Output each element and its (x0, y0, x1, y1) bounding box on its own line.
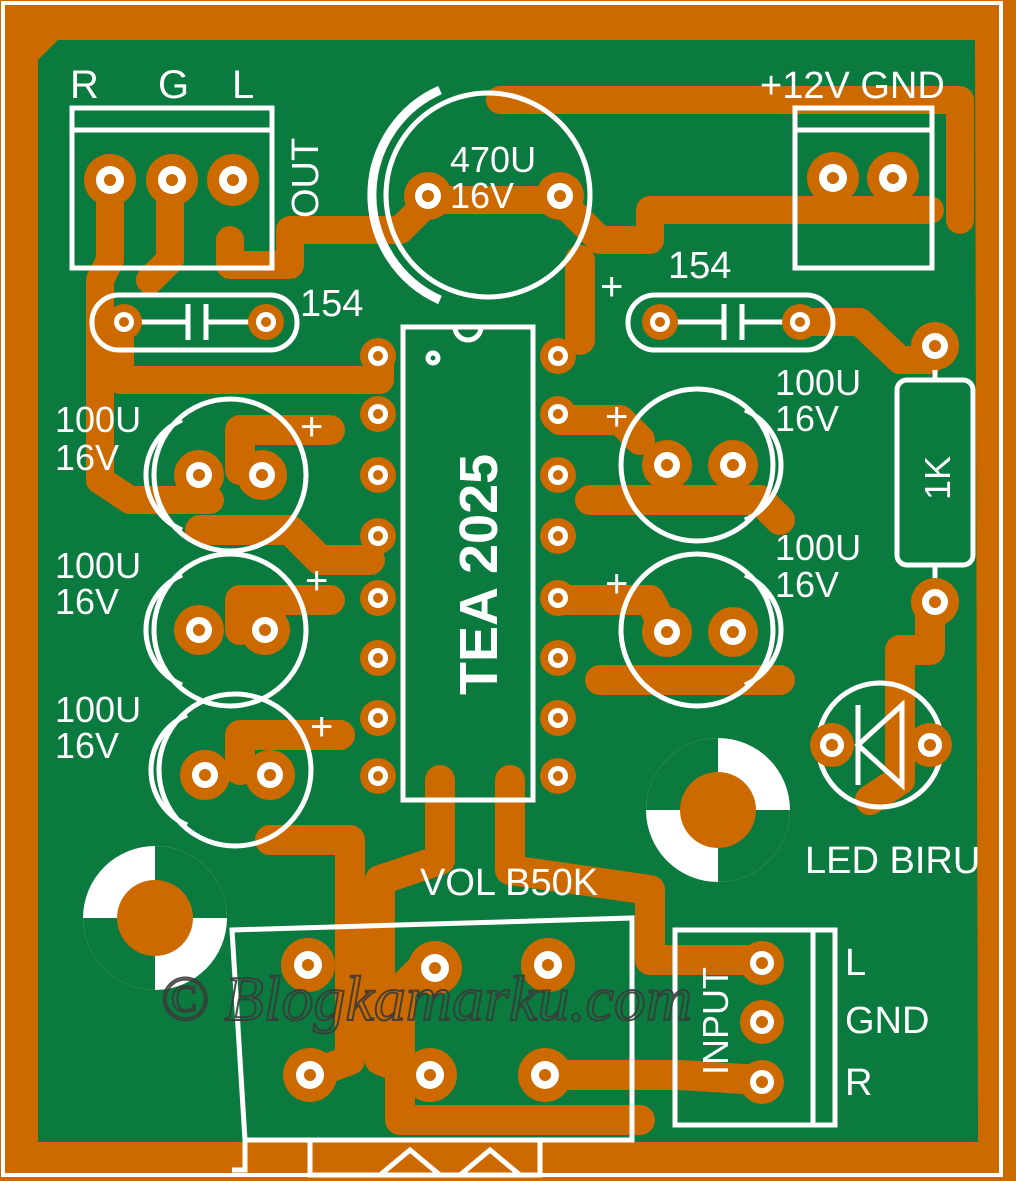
power-label: +12V GND (760, 65, 945, 107)
capacitor-100u-right-1 (618, 386, 784, 544)
capacitor-100u-right-1-voltage: 16V (775, 398, 839, 439)
capacitor-470u-voltage: 16V (450, 175, 514, 216)
capacitor-100u-left-1-value: 100U (55, 399, 141, 440)
capacitor-100u-right-1-plus: + (605, 395, 628, 439)
capacitor-100u-left-2-value: 100U (55, 545, 141, 586)
mounting-hole-left (83, 846, 227, 990)
ic-pins-left (360, 338, 396, 794)
capacitor-470u-value: 470U (450, 139, 536, 180)
capacitor-100u-left-3-voltage: 16V (55, 725, 119, 766)
output-label-l: L (232, 63, 254, 107)
output-label-r: R (70, 63, 99, 107)
input-connector (672, 927, 838, 1128)
capacitor-100u-left-2-voltage: 16V (55, 581, 119, 622)
output-connector (69, 105, 275, 271)
output-label: OUT (285, 138, 327, 218)
capacitor-100u-right-2 (618, 551, 784, 709)
capacitor-470u (367, 85, 593, 305)
capacitor-100u-left-1-plus: + (300, 405, 323, 449)
resistor-label: 1K (917, 456, 958, 500)
capacitor-100u-right-2-voltage: 16V (775, 564, 839, 605)
input-label: INPUT (695, 967, 736, 1075)
led-blue (810, 680, 952, 810)
capacitor-154-left (89, 292, 300, 353)
output-label-g: G (158, 63, 189, 107)
resistor-1k (894, 322, 976, 626)
capacitor-154-right-plus: + (600, 265, 623, 309)
capacitor-100u-left-3-value: 100U (55, 689, 141, 730)
mounting-hole-right (646, 738, 790, 882)
diode-icon (854, 699, 905, 791)
input-label-l: L (845, 942, 866, 984)
capacitor-100u-left-2 (143, 551, 309, 709)
mounting-hole-icon (117, 880, 193, 956)
capacitor-100u-left-1 (143, 396, 309, 554)
capacitor-100u-right-1-value: 100U (775, 362, 861, 403)
volume-label: VOL B50K (420, 862, 598, 904)
input-label-gnd: GND (845, 1000, 929, 1042)
capacitor-154-right-value: 154 (668, 245, 731, 287)
capacitor-100u-right-2-value: 100U (775, 527, 861, 568)
led-label: LED BIRU (805, 840, 980, 882)
volume-potentiometer (229, 915, 635, 1178)
capacitor-100u-right-2-plus: + (605, 562, 628, 606)
capacitor-154-left-value: 154 (300, 283, 363, 325)
capacitor-100u-left-2-plus: + (305, 559, 328, 603)
capacitor-100u-left-3 (148, 691, 314, 849)
ic-pins-right (540, 338, 576, 794)
power-connector (792, 105, 935, 271)
ic-tea2025 (400, 324, 536, 803)
mounting-hole-icon (680, 772, 756, 848)
watermark: © Blogkamarku.com (160, 963, 692, 1034)
capacitor-100u-left-3-plus: + (310, 705, 333, 749)
ic-label: TEA 2025 (449, 454, 509, 695)
capacitor-154-right (625, 292, 836, 353)
input-label-r: R (845, 1062, 872, 1104)
capacitor-100u-left-1-voltage: 16V (55, 437, 119, 478)
